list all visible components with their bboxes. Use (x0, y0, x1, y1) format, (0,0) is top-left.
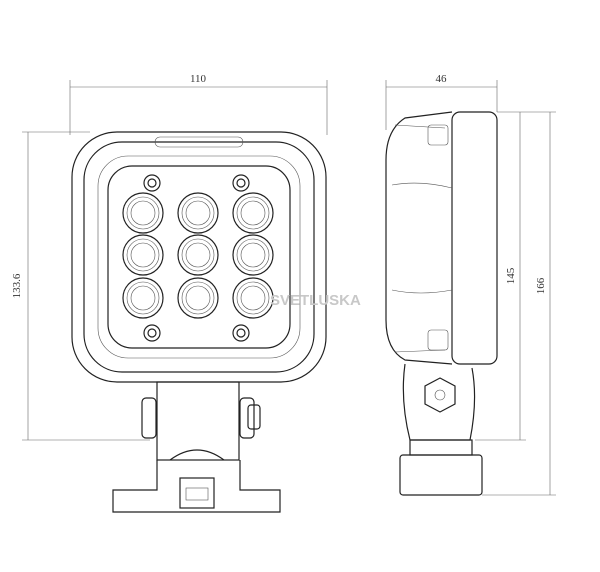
screw-icon (232, 324, 250, 342)
dim-side-depth: 46 (436, 73, 448, 85)
front-view (71, 131, 327, 513)
led-lens (232, 277, 274, 319)
led-lens (181, 238, 215, 272)
led-lens (185, 285, 211, 311)
dim-front-height: 133.6 (11, 273, 23, 298)
led-lens (236, 238, 270, 272)
led-lens (240, 285, 266, 311)
led-lens (177, 234, 219, 276)
led-lens (122, 277, 164, 319)
led-lens (130, 285, 156, 311)
led-lens (232, 234, 274, 276)
dim-front-width: 110 (190, 73, 207, 85)
led-lens (232, 192, 274, 234)
led-lens (126, 281, 160, 315)
led-lens (122, 234, 164, 276)
led-lens (240, 200, 266, 226)
led-lens (126, 238, 160, 272)
led-lens (236, 281, 270, 315)
watermark: SVETLUSKA (270, 292, 361, 309)
led-lens (126, 196, 160, 230)
screw-icon (236, 178, 246, 188)
screw-icon (147, 178, 157, 188)
led-lens (185, 200, 211, 226)
screws (143, 174, 250, 342)
screw-icon (232, 174, 250, 192)
screw-icon (236, 328, 246, 338)
led-lens (181, 281, 215, 315)
led-lens (177, 277, 219, 319)
screw-icon (147, 328, 157, 338)
dim-side-height-total: 166 (535, 277, 547, 294)
screw-icon (143, 174, 161, 192)
led-lens (130, 242, 156, 268)
led-lens (236, 196, 270, 230)
led-lens (130, 200, 156, 226)
led-lens (177, 192, 219, 234)
led-lens (240, 242, 266, 268)
led-lens (185, 242, 211, 268)
side-view (385, 111, 498, 496)
dim-side-height-housing: 145 (505, 267, 517, 284)
screw-icon (143, 324, 161, 342)
led-grid (122, 192, 274, 319)
led-lens (122, 192, 164, 234)
led-lens (181, 196, 215, 230)
dimension-lines (22, 80, 556, 496)
